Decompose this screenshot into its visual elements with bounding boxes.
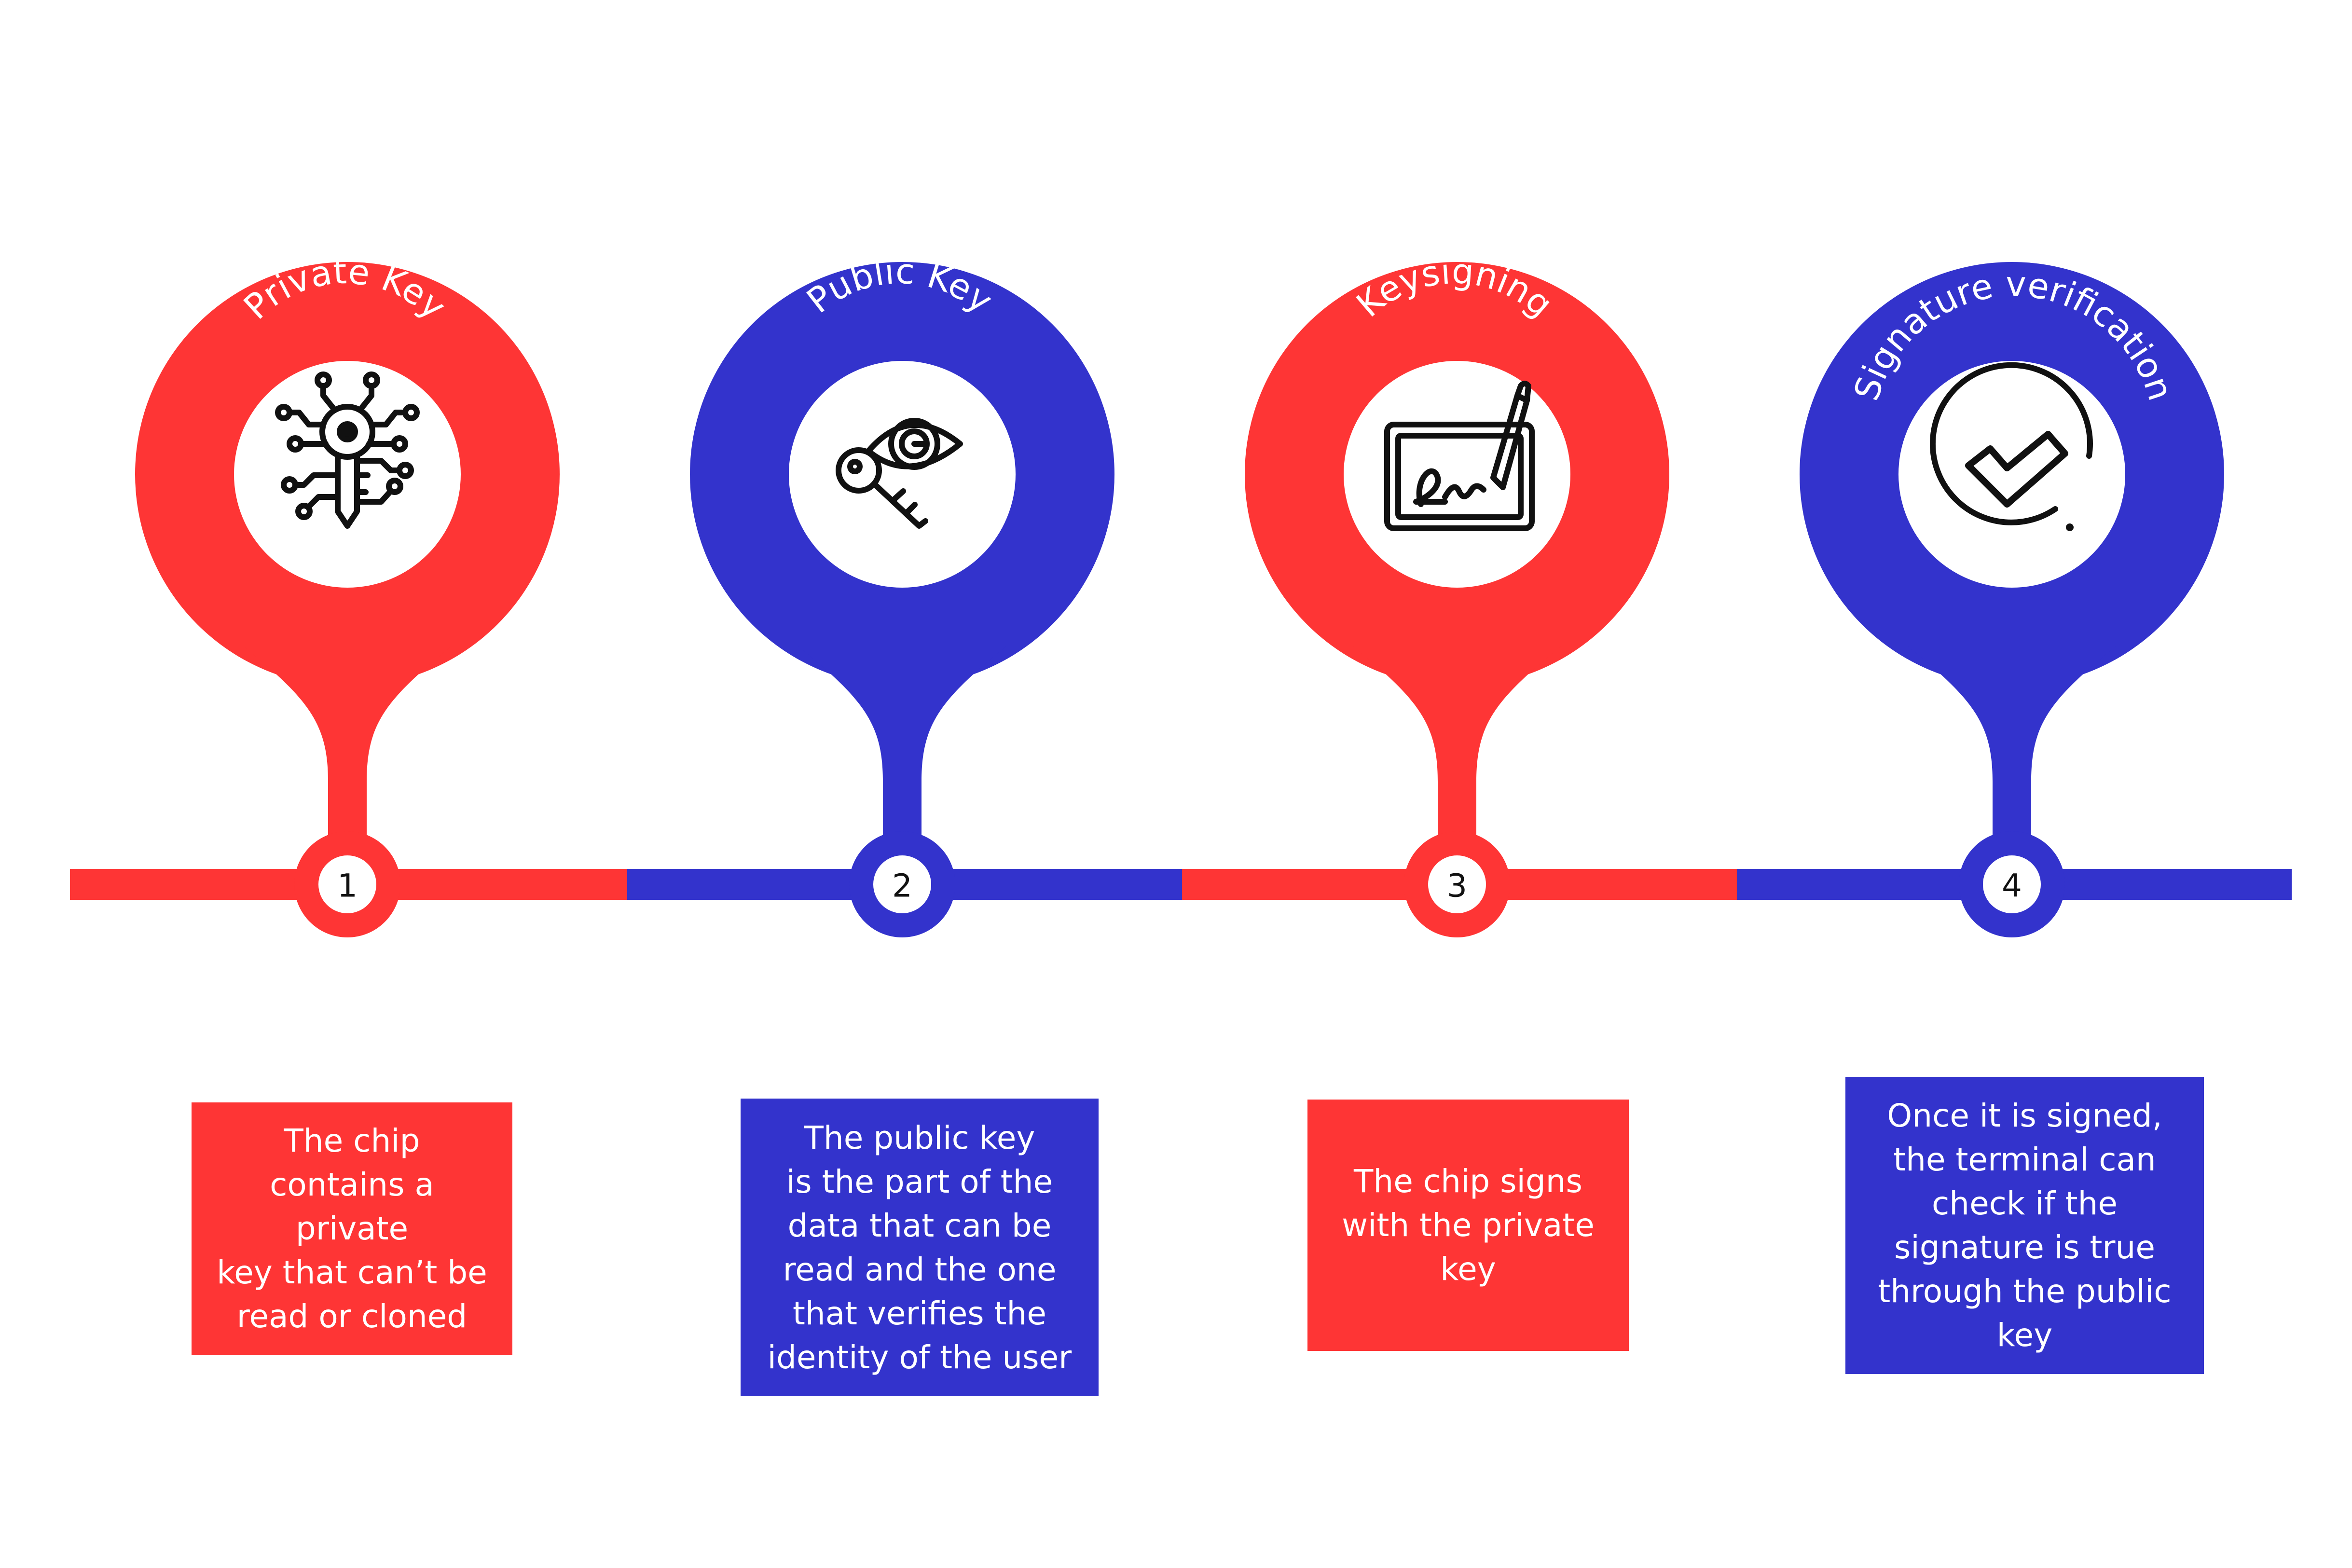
step-description-4: Once it is signed, the terminal can chec… <box>1845 1077 2204 1374</box>
tablet-signature-icon <box>1384 381 1535 531</box>
step-number: 4 <box>2002 867 2022 905</box>
step-number: 1 <box>337 867 358 905</box>
step-number-badge <box>1983 855 2041 913</box>
step-description-text: Once it is signed, the terminal can chec… <box>1878 1097 2172 1354</box>
step-description-3: The chip signs with the private key <box>1307 1100 1629 1351</box>
step-description-text: The chip signs with the private key <box>1342 1163 1595 1288</box>
step-description-1: The chip contains a private key that can… <box>192 1102 512 1355</box>
check-circle-icon <box>1929 362 2093 531</box>
step-pin-2: 2 Public Key <box>690 251 1114 937</box>
eye-key-icon <box>836 418 963 529</box>
step-description-text: The public key is the part of the data t… <box>767 1119 1072 1376</box>
step-pin-4: 4 Signature verification <box>1800 262 2224 937</box>
step-number: 2 <box>892 867 912 905</box>
step-number-badge <box>318 855 376 913</box>
step-pin-1: 1 Private Key <box>135 251 560 937</box>
step-number-badge <box>1428 855 1486 913</box>
circuit-key-icon <box>275 371 420 529</box>
step-number: 3 <box>1447 867 1467 905</box>
step-description-2: The public key is the part of the data t… <box>741 1099 1099 1396</box>
step-pin-3: 3 Keysigning <box>1245 251 1669 937</box>
step-description-text: The chip contains a private key that can… <box>217 1122 487 1335</box>
step-number-badge <box>873 855 931 913</box>
